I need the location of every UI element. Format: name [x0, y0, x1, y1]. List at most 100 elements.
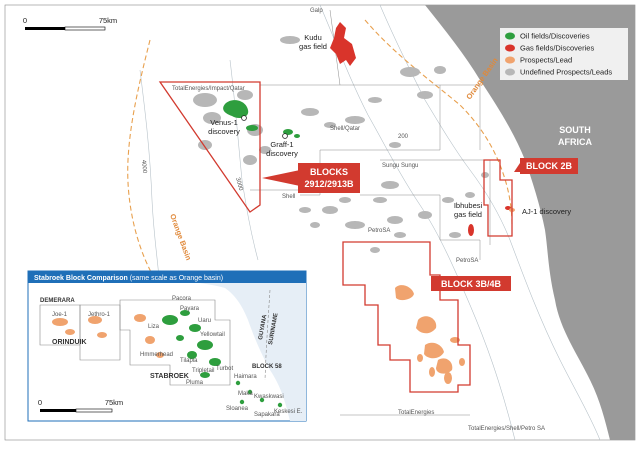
inset-label-sapakara: Sapakara: [254, 412, 280, 418]
inset-label-jethro: Jethro-1: [88, 312, 111, 318]
guyana-suriname-border: [264, 289, 271, 381]
depth-3000: 3000: [234, 177, 243, 192]
orange-basin-boundary-right: [364, 19, 513, 226]
inset-header: [28, 271, 306, 283]
inset-scale-end: 75km: [105, 398, 123, 407]
block-2b-pointer: [514, 163, 520, 172]
legend-swatch-3: [505, 68, 515, 76]
inset-label-kwaskwasi: Kwaskwasi: [254, 394, 284, 400]
blocks-2912-label-line2: 2912/2913B: [304, 179, 354, 189]
inset-label-suriname: SURINAME: [268, 313, 279, 346]
orange-basin-boundary-left: [127, 39, 166, 301]
block-3b-4b-label: BLOCK 3B/4B: [441, 279, 502, 289]
scale-bar: 0 75km: [23, 16, 117, 31]
inset-subtitle: (same scale as Orange basin): [130, 275, 223, 282]
gas-fields: [330, 22, 511, 236]
inset-label-haimara: Haimara: [234, 374, 257, 380]
inset-label-keskesi: Keskesi E.: [274, 409, 303, 415]
contour-3000: [229, 59, 259, 261]
inset-label-block58: BLOCK 58: [252, 364, 282, 370]
inset-label-orinduik: ORINDUIK: [52, 339, 87, 346]
blocks-2912-label-box: [298, 163, 360, 193]
kudu-label-line2: gas field: [299, 42, 327, 51]
inset: Stabroek Block Comparison (same scale as…: [27, 270, 307, 422]
venus-label-line2: discovery: [208, 127, 240, 136]
inset-label-guyana: GUYANA: [258, 314, 268, 341]
inset-label-hammerhead: Hmmerhead: [140, 352, 173, 358]
operator-sungu-sungu: Sungu Sungu: [382, 163, 418, 169]
inset-oil-fields: [162, 310, 283, 408]
scale-bar-start: 0: [23, 16, 27, 25]
legend-box: [500, 28, 628, 80]
contour-1000: [319, 4, 516, 441]
inset-label-maka: Maka: [238, 391, 253, 397]
inset-prospects: [52, 314, 164, 358]
blocks-2912-label-line1: BLOCKS: [310, 167, 348, 177]
graff-label-line1: Graff-1: [270, 140, 293, 149]
inset-label-demerara: DEMERARA: [40, 298, 75, 304]
legend-label-0: Oil fields/Discoveries: [520, 32, 590, 41]
legend-label-2: Prospects/Lead: [520, 56, 572, 65]
blocks-2912-2913b-outline: [158, 81, 261, 213]
inset-orinduik-block: [79, 304, 121, 361]
inset-label-sloanea: Sloanea: [226, 406, 249, 412]
inset-label-pluma: Pluma: [186, 380, 204, 386]
inset-label-yellowtail: Yellowtail: [200, 332, 225, 338]
inset-label-liza: Liza: [148, 324, 160, 330]
contour-4000: [139, 69, 161, 291]
legend-swatch-2: [505, 56, 515, 64]
depth-200: 200: [398, 134, 409, 140]
inset-label-tilapia: Tilapia: [180, 358, 198, 364]
inset-land: [200, 283, 306, 421]
ibhubesi-label-line2: gas field: [454, 210, 482, 219]
graff-label-line2: discovery: [266, 149, 298, 158]
blocks-2912-pointer: [262, 170, 300, 186]
operator-petrosa-1: PetroSA: [368, 228, 390, 234]
block-2b-label: BLOCK 2B: [526, 161, 573, 171]
legend-label-3: Undefined Prospects/Leads: [520, 68, 612, 77]
undefined-prospects: [193, 36, 489, 253]
inset-label-payara: Payara: [180, 306, 200, 312]
operator-galp: Galp: [310, 8, 323, 14]
operator-shell: Shell: [282, 194, 295, 200]
land-label-line1: SOUTH: [559, 125, 591, 135]
depth-4000: 4000: [140, 160, 147, 174]
oil-fields: [223, 100, 300, 138]
venus-label-line1: Venus-1: [210, 118, 238, 127]
inset-scale-bar: 0 75km: [38, 398, 123, 413]
kudu-label-line1: Kudu: [304, 33, 322, 42]
inset-label-turbot: Turbot: [216, 366, 233, 372]
operator-petrosa-2: PetroSA: [456, 258, 478, 264]
operator-shell-qatar: Shell/Qatar: [330, 126, 360, 132]
inset-stabroek-block: [119, 299, 231, 386]
block-3b-4b-label-box: [431, 276, 511, 291]
scale-bar-end: 75km: [99, 16, 117, 25]
prospect-leads: [395, 208, 515, 384]
inset-label-joe: Joe-1: [52, 312, 68, 318]
land-label-line2: AFRICA: [558, 137, 592, 147]
block-2b-outline: [483, 159, 513, 237]
operator-totalenergies-impact-qatar: TotalEnergies/Impact/Qatar: [172, 86, 245, 92]
inset-label-tripletail: Tripletail: [192, 368, 214, 374]
inset-label-uaru: Uaru: [198, 318, 211, 324]
graff-discovery-marker: [282, 133, 288, 139]
contour-200: [379, 4, 601, 441]
operator-totalenergies: TotalEnergies: [398, 410, 434, 416]
operator-tes-petro: TotalEnergies/Shell/Petro SA: [468, 426, 545, 432]
inset-title: Stabroek Block Comparison (same scale as…: [34, 275, 223, 282]
legend-label-1: Gas fields/Discoveries: [520, 44, 594, 53]
inset-scale-start: 0: [38, 398, 42, 407]
inset-label-stabroek: STABROEK: [150, 373, 189, 380]
aj1-label: AJ-1 discovery: [522, 207, 571, 216]
land-mass: [425, 5, 635, 440]
block-2b-label-box: [520, 158, 578, 174]
legend-swatch-1: [505, 44, 515, 52]
ibhubesi-label-line1: Ibhubesi: [454, 201, 483, 210]
inset-label-pacora: Pacora: [172, 296, 192, 302]
legend-swatch-0: [505, 32, 515, 40]
venus-discovery-marker: [241, 115, 247, 121]
